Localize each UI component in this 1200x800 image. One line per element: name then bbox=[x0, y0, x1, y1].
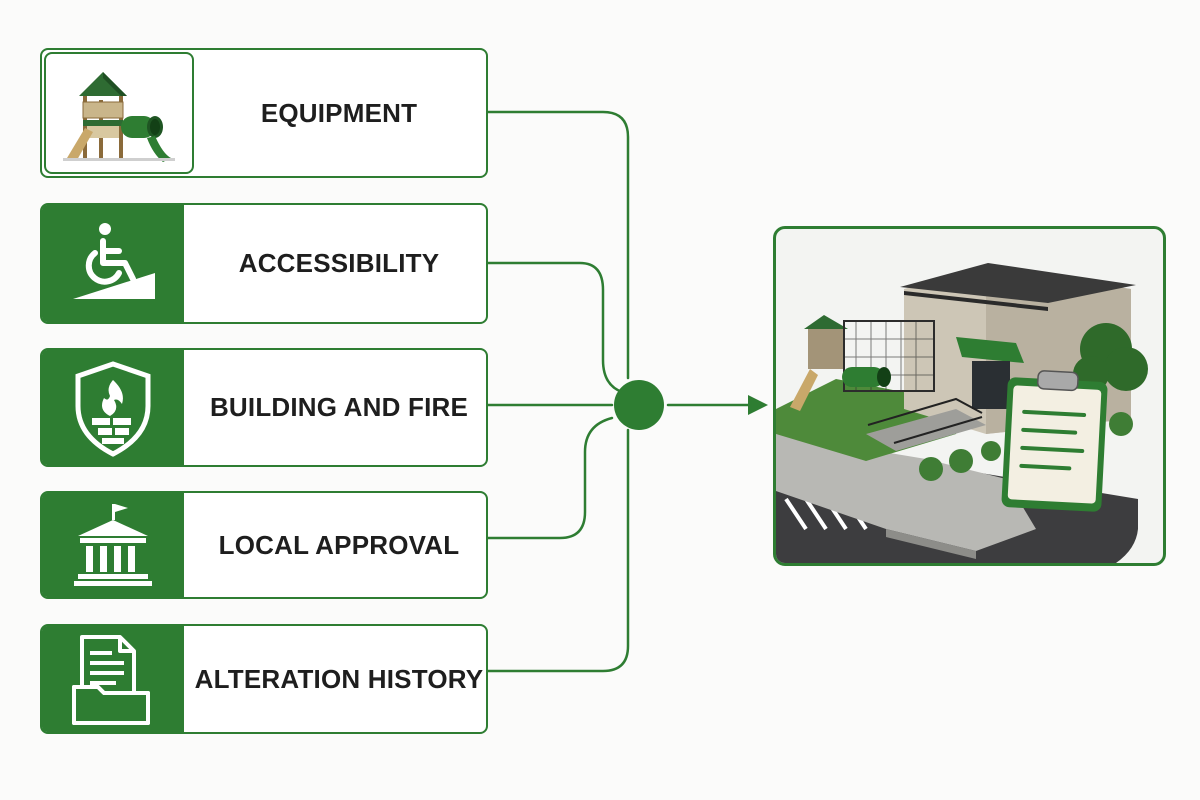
arrow-head bbox=[748, 395, 768, 415]
card-accessibility[interactable]: ACCESSIBILITY bbox=[40, 203, 488, 324]
card-equipment[interactable]: EQUIPMENT bbox=[40, 48, 488, 178]
card-label-local-approval: LOCAL APPROVAL bbox=[218, 529, 460, 560]
wheelchair-ramp-icon bbox=[42, 205, 184, 322]
card-local-approval[interactable]: LOCAL APPROVAL bbox=[40, 491, 488, 599]
card-alteration-history[interactable]: ALTERATION HISTORY bbox=[40, 624, 488, 734]
playground-building-checklist-illustration bbox=[773, 226, 1166, 566]
card-label-alteration-history: ALTERATION HISTORY bbox=[194, 663, 484, 694]
card-label-building-fire: BUILDING AND FIRE bbox=[209, 392, 469, 422]
connector-alteration-history bbox=[486, 428, 630, 673]
fire-shield-icon bbox=[42, 350, 184, 465]
playground-icon bbox=[44, 52, 194, 174]
connector-equipment bbox=[486, 110, 630, 380]
connector-accessibility bbox=[486, 261, 624, 394]
card-building-fire[interactable]: BUILDING AND FIRE bbox=[40, 348, 488, 467]
hub-node bbox=[614, 380, 664, 430]
card-label-accessibility: ACCESSIBILITY bbox=[238, 248, 440, 278]
government-building-icon bbox=[42, 493, 184, 597]
document-folder-icon bbox=[42, 626, 184, 732]
connector-local-approval bbox=[486, 416, 614, 540]
card-label-equipment: EQUIPMENT bbox=[260, 97, 418, 128]
